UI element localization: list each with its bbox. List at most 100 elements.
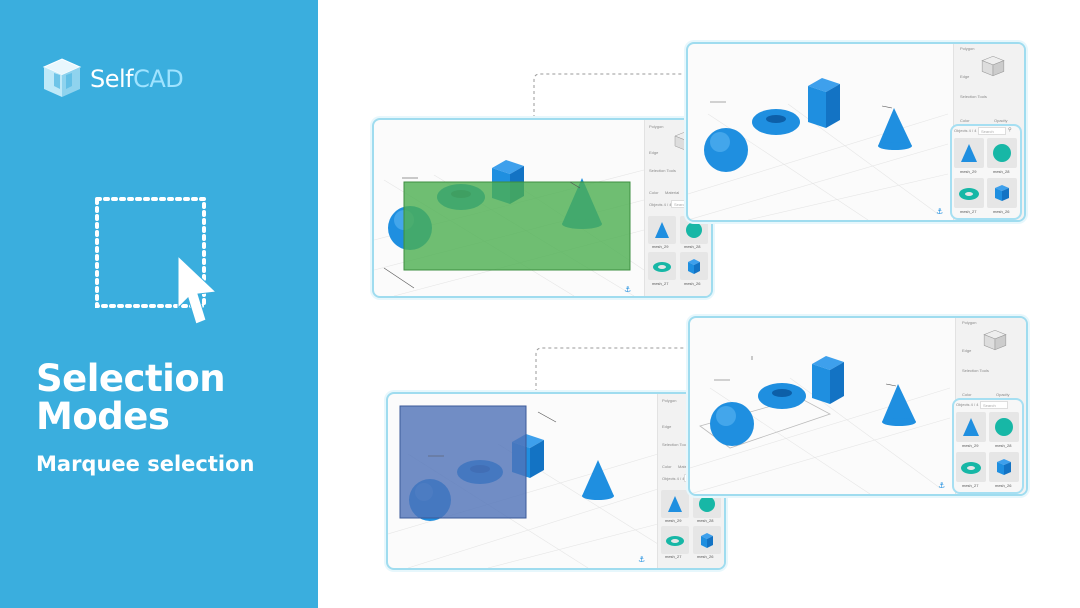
torus-thumbnail-icon bbox=[961, 462, 981, 474]
logo-cube-icon bbox=[42, 58, 82, 97]
logo-text-cad: CAD bbox=[133, 65, 184, 93]
object-tile[interactable] bbox=[693, 526, 721, 554]
edge-label: Edge bbox=[962, 348, 972, 353]
object-name: mesh_29 bbox=[960, 169, 977, 174]
sphere-thumbnail-icon bbox=[993, 144, 1011, 162]
polygon-label: Polygon bbox=[662, 398, 677, 403]
cube-thumbnail-icon bbox=[995, 185, 1009, 201]
viewport-green-marquee: ⚓ Polygon Edge Selection Tools Color Mat… bbox=[372, 118, 713, 298]
search-input[interactable]: Search bbox=[978, 127, 1006, 135]
anchor-icon[interactable]: ⚓ bbox=[938, 481, 945, 490]
torus-shape[interactable] bbox=[758, 383, 806, 409]
sphere-thumbnail-icon bbox=[686, 222, 702, 238]
object-tile[interactable] bbox=[989, 412, 1019, 442]
object-tile[interactable] bbox=[680, 252, 708, 280]
search-input[interactable]: Search bbox=[980, 401, 1008, 409]
selection-tools-label: Selection Tools bbox=[662, 442, 689, 447]
edge-label: Edge bbox=[960, 74, 970, 79]
sphere-shape[interactable] bbox=[704, 128, 748, 172]
opacity-label: Opacity bbox=[996, 392, 1010, 397]
sphere-shape[interactable] bbox=[710, 402, 754, 446]
viewport-3d: ⚓ bbox=[388, 405, 659, 568]
object-name: mesh_27 bbox=[962, 483, 979, 488]
cone-shape[interactable] bbox=[882, 384, 916, 426]
cube-thumbnail-icon bbox=[701, 533, 713, 548]
viewport-blue-marquee: ⚓ Polygon Edge Selection Tools Color Mat… bbox=[386, 392, 726, 570]
view-cube-icon[interactable] bbox=[980, 54, 1006, 78]
anchor-icon[interactable]: ⚓ bbox=[624, 285, 631, 294]
anchor-icon[interactable]: ⚓ bbox=[638, 555, 645, 564]
cone-thumbnail-icon bbox=[668, 496, 682, 512]
polygon-label: Polygon bbox=[649, 124, 664, 129]
objects-count-label: Objects 4 / 4 bbox=[956, 402, 979, 407]
edge-label: Edge bbox=[662, 424, 672, 429]
color-label: Color bbox=[662, 464, 672, 469]
material-label: Material bbox=[678, 464, 693, 469]
object-tile[interactable] bbox=[661, 526, 689, 554]
torus-thumbnail-icon bbox=[653, 262, 671, 272]
object-name: mesh_28 bbox=[684, 244, 701, 249]
blue-marquee-rect bbox=[399, 405, 527, 519]
polygon-label: Polygon bbox=[962, 320, 977, 325]
object-name: mesh_28 bbox=[993, 169, 1010, 174]
objects-panel: Objects 4 / 4 Search mesh_29 mesh_28 mes… bbox=[952, 398, 1024, 494]
cone-thumbnail-icon bbox=[963, 418, 979, 436]
selection-tools-label: Selection Tools bbox=[962, 368, 989, 373]
object-tile[interactable] bbox=[661, 490, 689, 518]
opacity-label: Opacity bbox=[994, 118, 1008, 123]
object-tile[interactable] bbox=[954, 138, 984, 168]
title-line-2: Modes bbox=[36, 395, 170, 438]
object-name: mesh_26 bbox=[995, 483, 1012, 488]
torus-thumbnail-icon bbox=[666, 536, 684, 546]
object-tile[interactable] bbox=[954, 178, 984, 208]
object-tile[interactable] bbox=[956, 412, 986, 442]
sphere-thumbnail-icon bbox=[995, 418, 1013, 436]
object-name: mesh_27 bbox=[665, 554, 682, 559]
object-name: mesh_29 bbox=[665, 518, 682, 523]
objects-count-label: Objects 4 / 4 bbox=[649, 202, 672, 207]
cube-shape[interactable] bbox=[808, 78, 840, 128]
color-label: Color bbox=[962, 392, 972, 397]
selection-tools-label: Selection Tools bbox=[649, 168, 676, 173]
cone-thumbnail-icon bbox=[655, 222, 669, 238]
selection-tools-label: Selection Tools bbox=[960, 94, 987, 99]
cone-shape[interactable] bbox=[878, 108, 912, 150]
marquee-cursor-icon bbox=[95, 197, 218, 325]
object-tile[interactable] bbox=[987, 178, 1017, 208]
view-cube-icon[interactable] bbox=[982, 328, 1008, 352]
viewport-selected-result-bottom: ⚓ Polygon Edge Selection Tools Color Opa… bbox=[688, 316, 1028, 496]
objects-count-label: Objects 4 / 4 bbox=[662, 476, 685, 481]
slide-title: Selection Modes bbox=[36, 357, 226, 438]
torus-thumbnail-icon bbox=[959, 188, 979, 200]
color-label: Color bbox=[649, 190, 659, 195]
object-name: mesh_26 bbox=[697, 554, 714, 559]
polygon-label: Polygon bbox=[960, 46, 975, 51]
anchor-icon[interactable]: ⚓ bbox=[936, 207, 943, 216]
cone-shape[interactable] bbox=[582, 460, 614, 500]
torus-shape[interactable] bbox=[752, 109, 800, 135]
viewport-selected-result-top: ⚓ Polygon Edge Selection Tools Color Opa… bbox=[686, 42, 1026, 222]
edge-label: Edge bbox=[649, 150, 659, 155]
object-tile[interactable] bbox=[989, 452, 1019, 482]
title-line-1: Selection bbox=[36, 357, 226, 400]
object-tile[interactable] bbox=[987, 138, 1017, 168]
search-icon[interactable]: ⚲ bbox=[1008, 127, 1012, 133]
cube-thumbnail-icon bbox=[997, 459, 1011, 475]
selfcad-logo: SelfCAD bbox=[40, 55, 200, 103]
object-name: mesh_28 bbox=[697, 518, 714, 523]
object-name: mesh_27 bbox=[652, 281, 669, 286]
objects-count-label: Objects 4 / 4 bbox=[954, 128, 977, 133]
object-tile[interactable] bbox=[648, 216, 676, 244]
slide-subtitle: Marquee selection bbox=[36, 452, 255, 476]
viewport-3d: ⚓ bbox=[688, 78, 949, 220]
object-tile[interactable] bbox=[648, 252, 676, 280]
title-panel: SelfCAD Selection Modes Marquee selectio… bbox=[0, 0, 318, 608]
object-tile[interactable] bbox=[956, 452, 986, 482]
color-label: Color bbox=[960, 118, 970, 123]
logo-wordmark: SelfCAD bbox=[90, 65, 184, 93]
object-name: mesh_27 bbox=[960, 209, 977, 214]
viewport-3d: ⚓ bbox=[374, 160, 645, 296]
object-name: mesh_26 bbox=[684, 281, 701, 286]
object-name: mesh_29 bbox=[962, 443, 979, 448]
cube-shape[interactable] bbox=[812, 356, 844, 404]
